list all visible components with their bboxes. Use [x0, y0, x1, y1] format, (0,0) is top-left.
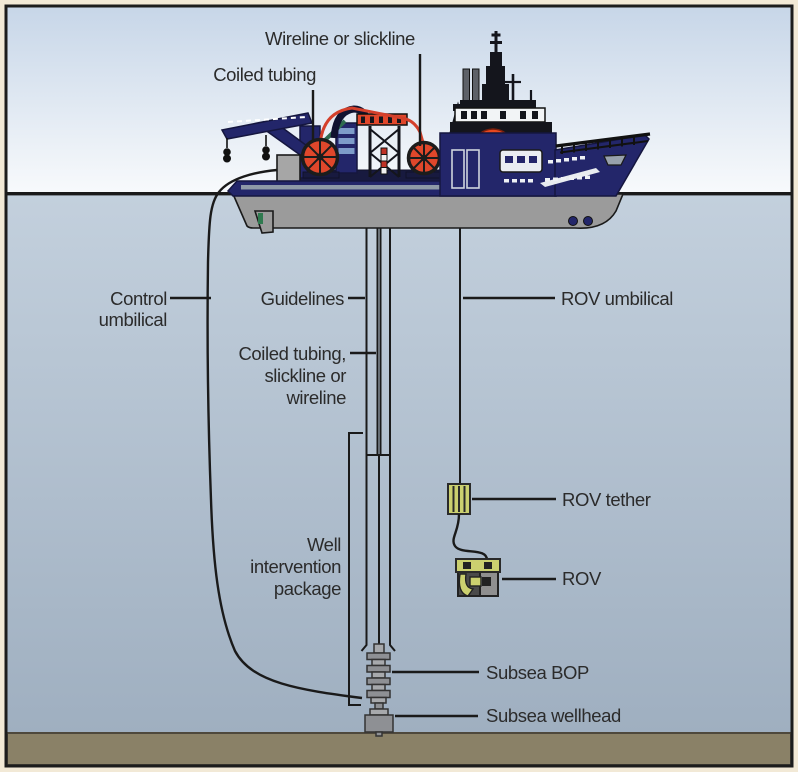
label-control-umbilical-2: umbilical [99, 309, 167, 330]
crane-boom-dashes [227, 116, 307, 123]
control-van-box [276, 154, 301, 184]
derrick-tower [356, 113, 408, 178]
rov-tether-tms [447, 483, 471, 515]
label-coiled-tubing: Coiled tubing [213, 64, 316, 85]
anchor-pocket [603, 154, 627, 166]
rov-vehicle [455, 558, 501, 597]
mast-tower [482, 31, 509, 103]
crane-hooks [223, 135, 270, 163]
injector-beam-ticks [361, 116, 401, 123]
label-subsea-bop: Subsea BOP [486, 662, 589, 683]
wireline-reel [406, 140, 442, 176]
coiled-tubing-slickline-wireline-string [366, 226, 390, 648]
subsea-lines [360, 226, 461, 652]
label-ct-sl-wl-3: wireline [285, 387, 346, 408]
hull-doors [451, 149, 480, 189]
label-ct-sl-wl-2: slickline or [264, 365, 346, 386]
control-umbilical-curve [206, 168, 363, 700]
skeg-marking [258, 213, 263, 224]
frame-rule [4, 4, 794, 768]
hull-stripe [241, 185, 552, 190]
guideline-left [360, 226, 368, 652]
label-guidelines: Guidelines [261, 288, 345, 309]
bridge-cap [460, 100, 536, 109]
label-wip-2: intervention [250, 556, 341, 577]
label-subsea-wellhead: Subsea wellhead [486, 705, 621, 726]
thruster-port2 [583, 216, 593, 226]
hull-window-dashes [504, 156, 590, 183]
subsea-bop-stack [366, 643, 391, 710]
deckhouse-window-module [499, 149, 543, 173]
subsea-wellhead-assembly [364, 708, 394, 737]
funnel-1 [462, 68, 470, 104]
hull-underwater [231, 193, 625, 229]
label-rov: ROV [562, 568, 602, 589]
label-wip-3: package [274, 578, 341, 599]
bridge-windows [461, 111, 538, 119]
leader-lines [170, 54, 556, 718]
label-wip-1: Well [307, 534, 341, 555]
well-intervention-package-bracket [348, 432, 363, 706]
vessel [220, 31, 651, 234]
rov-tether-curve [452, 513, 489, 561]
seabed [6, 732, 792, 766]
label-ct-sl-wl-1: Coiled tubing, [238, 343, 346, 364]
labels: Wireline or slickline Coiled tubing Cont… [99, 28, 674, 726]
deck-cabinet [335, 122, 358, 174]
label-rov-umbilical: ROV umbilical [561, 288, 673, 309]
sea-water [7, 194, 791, 733]
thruster-port [568, 216, 578, 226]
label-rov-tether: ROV tether [562, 489, 651, 510]
coiled-tubing-line [318, 106, 426, 147]
striped-toolstring [380, 147, 388, 175]
bow-railing [555, 132, 651, 154]
funnel-2 [472, 68, 480, 104]
label-control-umbilical-1: Control [110, 288, 167, 309]
guideline-right [389, 226, 396, 652]
label-wireline-or-slickline: Wireline or slickline [265, 28, 415, 49]
bridge-base [450, 122, 552, 134]
coiled-tubing-reel [300, 137, 340, 177]
